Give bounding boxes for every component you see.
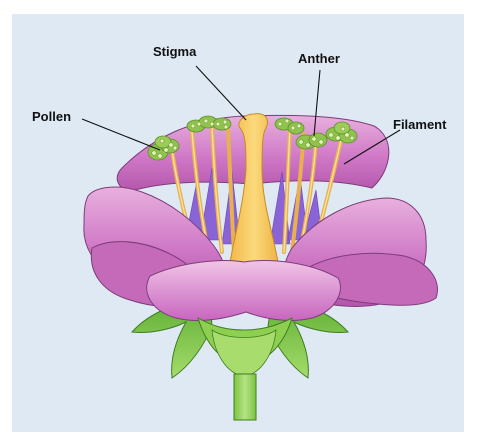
pollen-label: Pollen xyxy=(32,109,71,124)
anther-label: Anther xyxy=(298,51,340,66)
stigma-label: Stigma xyxy=(153,44,197,59)
anther-cluster xyxy=(213,118,231,130)
stem xyxy=(234,374,256,420)
front-petal xyxy=(147,261,341,321)
filament-label: Filament xyxy=(393,117,447,132)
